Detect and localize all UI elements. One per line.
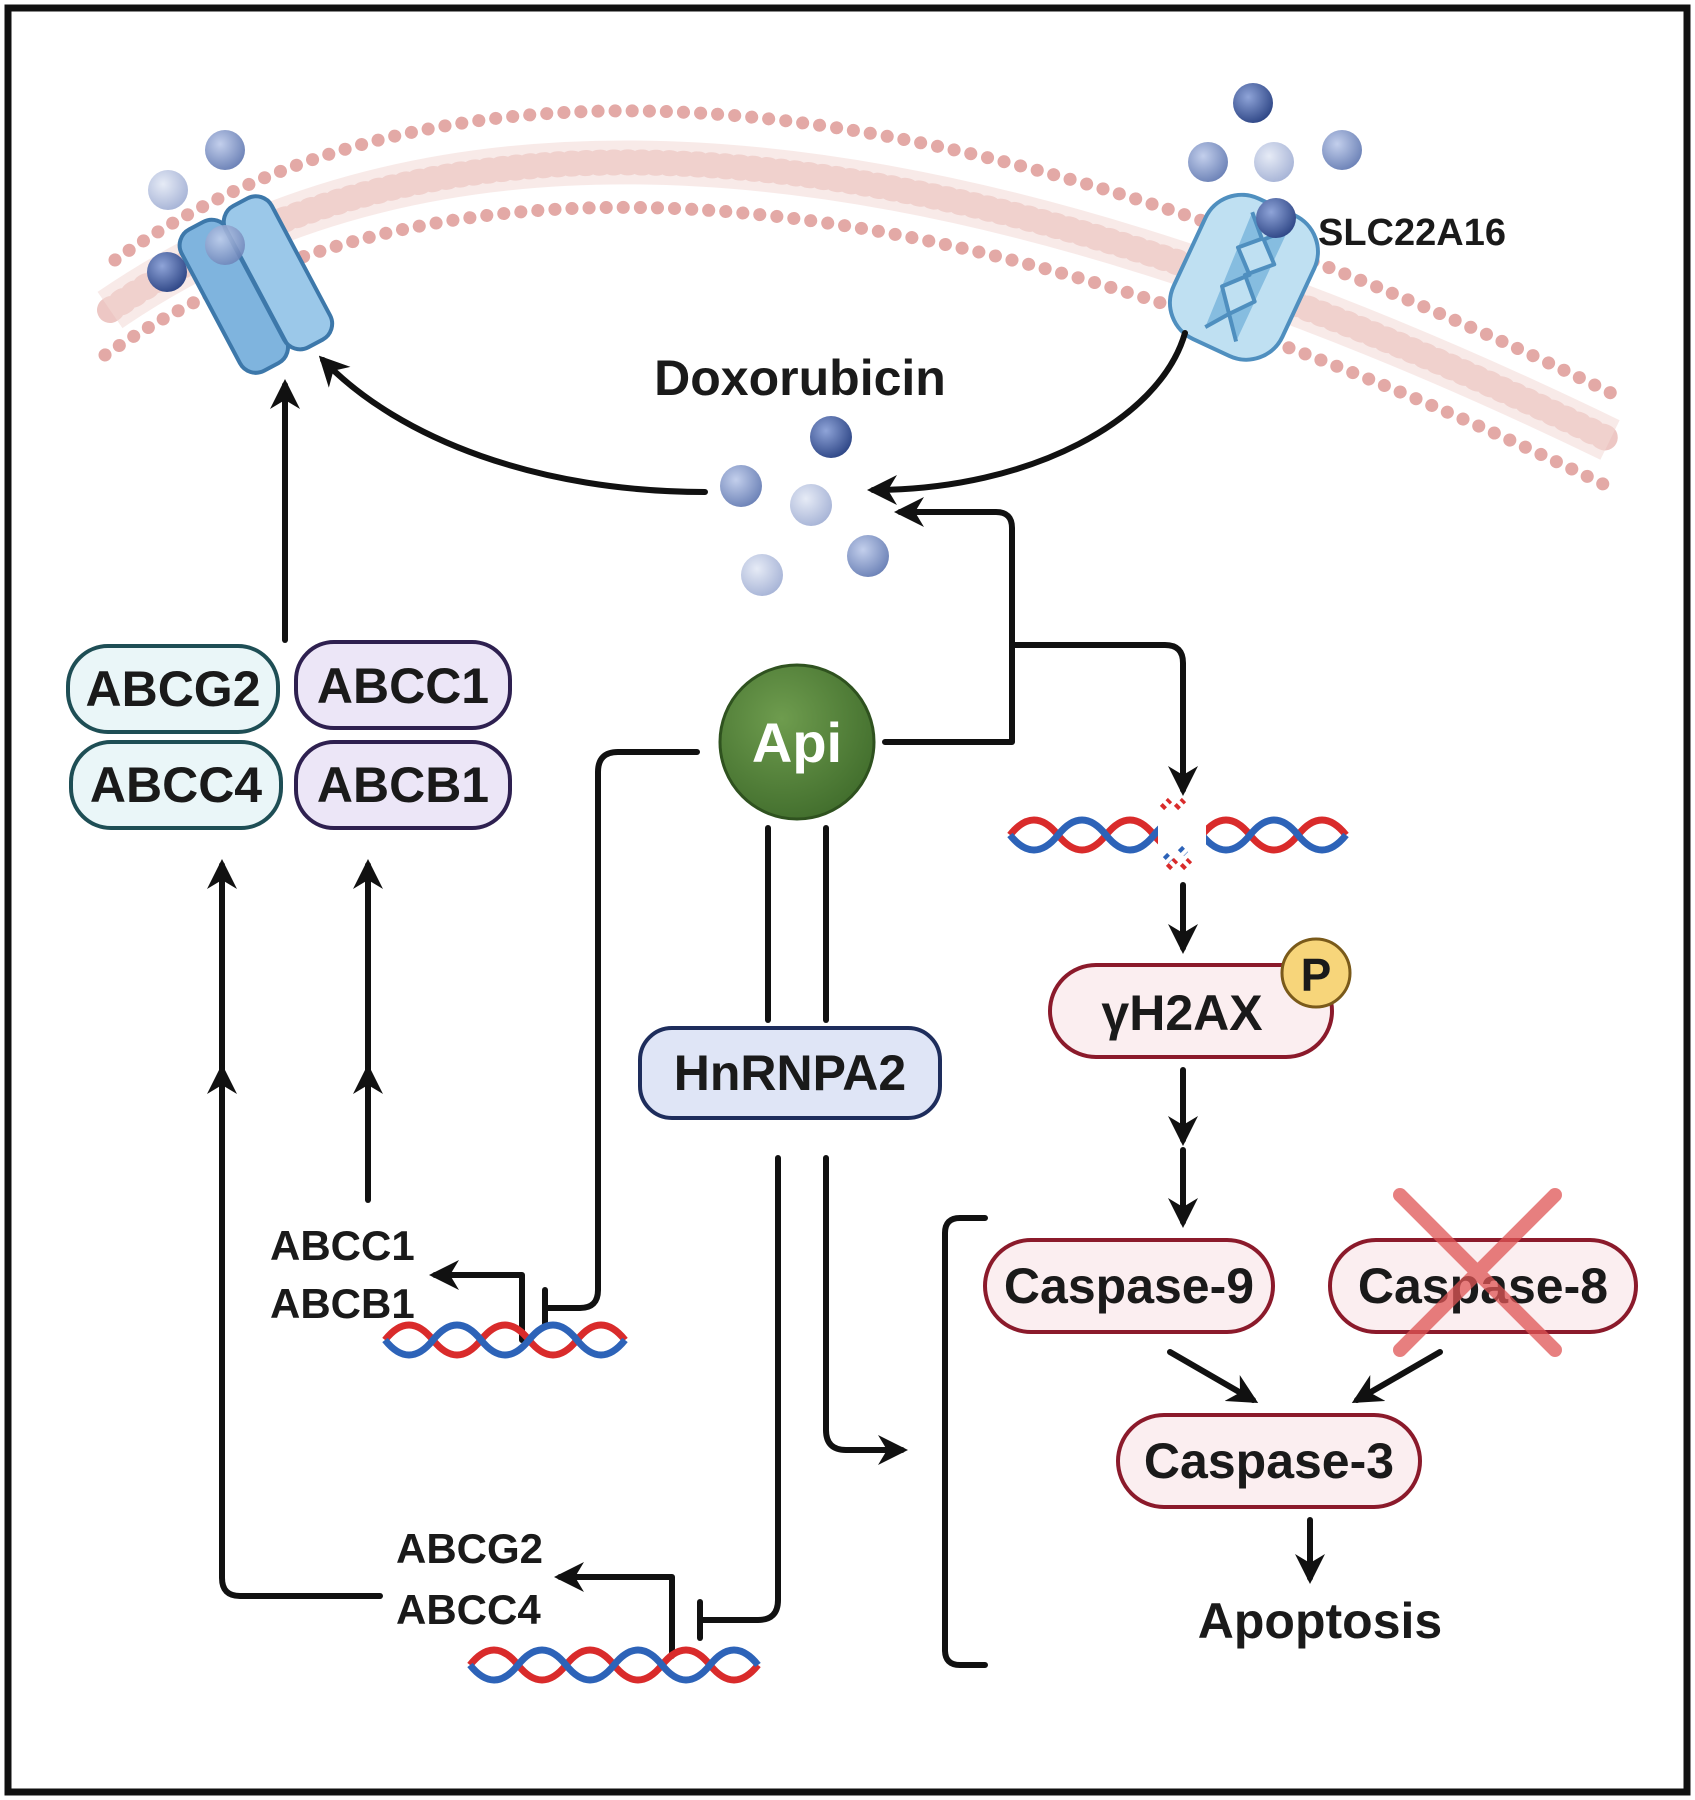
svg-text:ABCC4: ABCC4 <box>90 757 262 813</box>
doxorubicin-molecules-influx <box>1188 83 1362 238</box>
api-to-drug-connector <box>882 497 1015 745</box>
abcg2-protein-box: ABCG2 <box>66 644 280 734</box>
abcc1-protein-box: ABCC1 <box>294 640 512 730</box>
doxorubicin-molecules-intracellular <box>720 416 889 596</box>
efflux-transporter-icon <box>177 194 335 375</box>
gh2ax-box: γH2AX <box>1048 963 1334 1059</box>
caspase-8-to-3-arrow <box>1351 1349 1443 1404</box>
abcb1-protein-box: ABCB1 <box>294 740 512 830</box>
phosphate-badge: P <box>1280 937 1352 1009</box>
lower-dna-icon <box>467 1646 761 1684</box>
hnrnpa2-inhibits-abcg2-abcc4 <box>697 1155 781 1623</box>
slc22a16-label: SLC22A16 <box>1318 212 1506 254</box>
hnrnpa2-protein-box: HnRNPA2 <box>638 1026 942 1120</box>
abcc4-protein-box: ABCC4 <box>69 740 283 830</box>
svg-text:ABCG2: ABCG2 <box>85 661 260 717</box>
upper-promoter-arrow <box>429 1260 525 1343</box>
svg-text:Caspase-3: Caspase-3 <box>1144 1433 1394 1489</box>
gene-abcc1-label: ABCC1 <box>270 1222 415 1269</box>
doxorubicin-molecules-efflux <box>147 130 245 292</box>
gene-abcc4-label: ABCC4 <box>396 1586 541 1633</box>
caspase-3-box: Caspase-3 <box>1116 1413 1422 1509</box>
svg-text:γH2AX: γH2AX <box>1101 985 1262 1041</box>
gene-abcb1-label: ABCB1 <box>270 1280 415 1327</box>
caspase-9-box: Caspase-9 <box>983 1238 1275 1334</box>
svg-text:ABCB1: ABCB1 <box>317 757 489 813</box>
svg-text:ABCC1: ABCC1 <box>317 658 489 714</box>
svg-text:Api: Api <box>752 711 842 774</box>
gene-abcg2-label: ABCG2 <box>396 1525 543 1572</box>
lower-genes-to-transporters-arrow <box>207 859 383 1599</box>
svg-text:Caspase-9: Caspase-9 <box>1004 1258 1254 1314</box>
efflux-arrow <box>318 355 708 495</box>
hnrnpa2-to-apoptosis-arrow <box>823 1155 908 1465</box>
apoptosis-bracket <box>942 1215 988 1668</box>
lower-promoter-arrow <box>554 1562 675 1659</box>
caspase-9-to-3-arrow <box>1167 1349 1259 1404</box>
damaged-dna-icon <box>1007 797 1349 871</box>
influx-arrow <box>867 330 1188 505</box>
svg-text:P: P <box>1301 949 1332 1001</box>
caspase-8-blocked-cross-icon <box>1393 1188 1562 1357</box>
apoptosis-label: Apoptosis <box>1198 1593 1442 1649</box>
api-node: Api <box>718 663 876 821</box>
api-to-dna-damage-arrow <box>1009 642 1198 796</box>
svg-text:HnRNPA2: HnRNPA2 <box>674 1045 906 1101</box>
doxorubicin-label: Doxorubicin <box>654 350 946 406</box>
upper-dna-icon <box>382 1321 628 1359</box>
api-inhibits-abcc1-abcb1 <box>542 749 700 1311</box>
